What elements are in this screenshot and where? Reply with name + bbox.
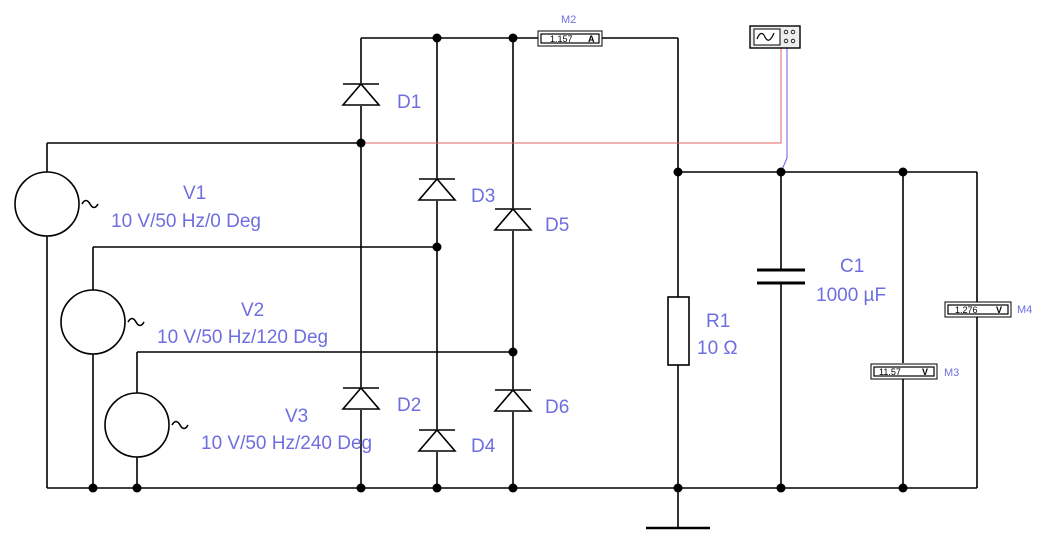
resistor-r1-value: 10 Ω — [697, 338, 738, 359]
meter-m4-unit: V — [996, 305, 1002, 315]
diode-d3-label: D3 — [471, 186, 495, 207]
source-v3-spec: 10 V/50 Hz/240 Deg — [201, 433, 372, 454]
meter-m3-unit: V — [922, 367, 928, 377]
meter-m4-reading: 1.276 — [955, 305, 978, 315]
diode-d6-label: D6 — [545, 397, 569, 418]
source-v2-spec: 10 V/50 Hz/120 Deg — [157, 327, 328, 348]
meter-m3-name: M3 — [944, 367, 959, 379]
meter-m3-reading: 11.57 — [879, 367, 901, 377]
diode-d1[interactable]: D1 — [341, 82, 421, 113]
diode-d2[interactable]: D2 — [341, 386, 421, 416]
source-v2[interactable]: V2 10 V/50 Hz/120 Deg — [60, 289, 328, 355]
junctions — [88, 33, 908, 493]
diode-d4-label: D4 — [471, 436, 496, 457]
diode-d5-label: D5 — [545, 215, 569, 236]
oscilloscope[interactable] — [749, 25, 801, 49]
source-v1[interactable]: V1 10 V/50 Hz/0 Deg — [14, 171, 261, 237]
meter-m2-name: M2 — [561, 14, 576, 26]
diode-d3[interactable]: D3 — [417, 177, 495, 207]
meter-m4[interactable]: 1.276 V M4 — [944, 301, 1032, 318]
source-v2-name: V2 — [241, 300, 264, 321]
meter-m2[interactable]: M2 1.157 A — [537, 14, 603, 47]
diode-d2-label: D2 — [397, 395, 421, 416]
capacitor-c1-name: C1 — [840, 256, 864, 277]
sine-wave-icon — [756, 32, 775, 41]
oscilloscope-probe-wires — [361, 48, 788, 173]
source-v1-name: V1 — [183, 183, 206, 204]
diode-d6[interactable]: D6 — [493, 388, 569, 418]
meter-m3[interactable]: 11.57 V M3 — [870, 363, 959, 380]
meter-m4-name: M4 — [1017, 304, 1032, 316]
wires — [46, 37, 978, 530]
resistor-r1-name: R1 — [706, 311, 730, 332]
source-v3-name: V3 — [285, 406, 308, 427]
source-v1-spec: 10 V/50 Hz/0 Deg — [111, 211, 261, 232]
source-v3[interactable]: V3 10 V/50 Hz/240 Deg — [104, 392, 372, 458]
capacitor-c1[interactable]: C1 1000 µF — [757, 256, 886, 306]
capacitor-c1-value: 1000 µF — [816, 285, 886, 306]
meter-m2-reading: 1.157 — [550, 34, 573, 44]
resistor-r1[interactable]: R1 10 Ω — [667, 296, 738, 366]
diode-d4[interactable]: D4 — [417, 428, 496, 457]
meter-m2-unit: A — [588, 34, 595, 44]
diode-d1-label: D1 — [397, 92, 421, 113]
diode-d5[interactable]: D5 — [493, 207, 569, 236]
